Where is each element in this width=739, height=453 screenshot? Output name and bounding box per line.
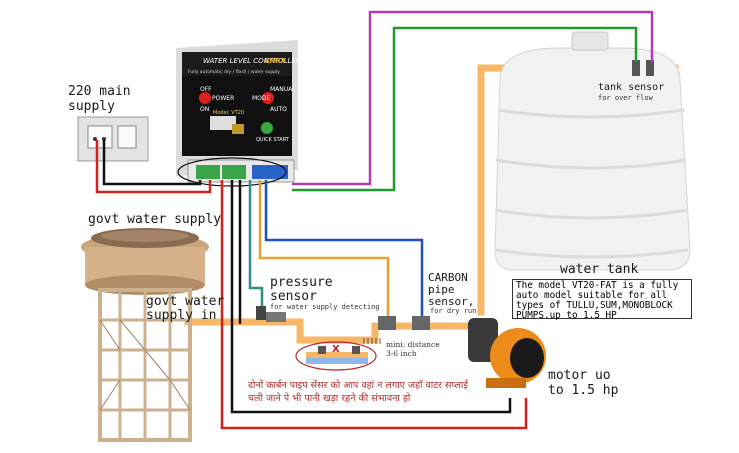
main-supply-label: 220 main supply	[68, 84, 131, 114]
main-supply-switch	[77, 116, 149, 162]
model-note-box: The model VT20-FAT is a fully auto model…	[512, 279, 692, 321]
wire-blue	[264, 180, 424, 318]
water-tower-image	[81, 228, 209, 442]
pressure-sensor-label: pressure sensor	[270, 275, 333, 304]
pressure-sensor-note: for water supply detecting	[270, 303, 380, 311]
govt-water-supply-in-label: govt water supply in	[146, 294, 225, 323]
motor-label: motor uo to 1.5 hp	[548, 368, 619, 398]
wire-red-main	[95, 140, 212, 194]
water-tank-image	[494, 31, 691, 271]
controller-brand: ANRA	[264, 57, 287, 65]
auto-label: AUTO	[270, 106, 287, 113]
motor-image	[468, 318, 546, 388]
govt-water-supply-label: govt water supply	[88, 212, 222, 227]
wire-red-motor	[220, 180, 528, 430]
sensors	[256, 306, 430, 330]
wrong-placement-detail	[295, 338, 381, 371]
controller-box	[176, 40, 298, 187]
wire-green-top	[292, 26, 638, 192]
carbon-pipe-sensor-label: CARBON pipe sensor,	[428, 271, 475, 308]
tank-sensor-note: for over flow	[598, 94, 653, 102]
wire-teal	[248, 180, 264, 310]
carbon-sensor-note: for dry run	[430, 307, 477, 315]
water-tank-label: water tank	[560, 262, 639, 277]
wire-black-motor	[230, 180, 512, 414]
mode-label: MODE	[252, 95, 271, 102]
power-on-label: ON	[200, 106, 210, 113]
hindi-warning-note: दोनों कार्बन पाइप सेंसर को आप वहां न लगा…	[248, 380, 469, 404]
power-off-label: OFF	[200, 86, 212, 93]
wire-black-main	[102, 140, 202, 186]
controller-subtitle: Fully automatic dry / flash / water supp…	[188, 70, 280, 75]
quick-start-label: QUICK START	[256, 137, 289, 143]
wrong-mark: X	[332, 344, 340, 355]
tank-sensor-label: tank sensor	[598, 82, 665, 93]
model-label: Model: VT20	[213, 110, 245, 116]
power-label: POWER	[212, 95, 235, 102]
mini-distance-label: mini: distance 3-6 inch	[386, 340, 440, 358]
manual-label: MANUAL	[270, 86, 296, 93]
controller-title: WATER LEVEL CONTROLLER	[203, 57, 301, 65]
wire-orange	[258, 180, 390, 318]
wire-purple	[292, 10, 654, 186]
wires	[95, 10, 654, 430]
